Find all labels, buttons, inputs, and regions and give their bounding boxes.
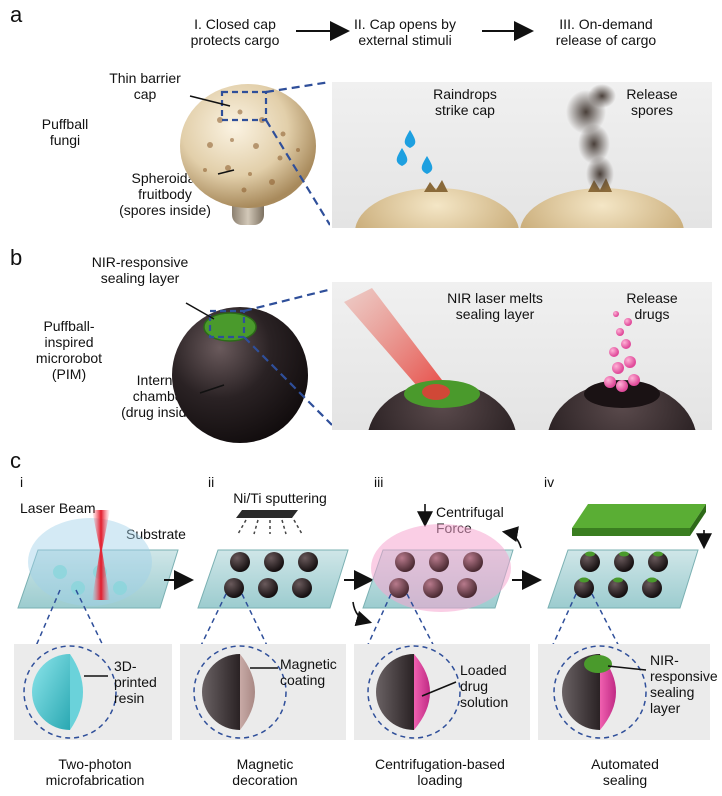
panel-b-letter: b: [10, 245, 23, 270]
puffball-fungus-illustration: [180, 80, 330, 226]
step-i-illustration: [17, 510, 179, 650]
step-3-label: III. On-demand release of cargo: [555, 16, 657, 48]
substrate-label: Substrate: [126, 526, 186, 542]
caption-i: Two-photon microfabrication: [45, 756, 145, 788]
panel-a-letter: a: [10, 2, 23, 27]
step-iii-illustration: [352, 504, 522, 650]
inset-label-i: 3D- printed resin: [114, 658, 157, 706]
drug-particles-icon: [604, 311, 640, 392]
nir-laser-label: NIR laser melts sealing layer: [447, 290, 543, 322]
step-arrows: [296, 21, 534, 41]
spheroidal-fruitbody-label: Spheroidal fruitbody (spores inside): [119, 170, 211, 218]
caption-iii: Centrifugation-based loading: [375, 756, 505, 788]
ni-ti-sputtering-label: Ni/Ti sputtering: [233, 490, 327, 506]
inset-label-iv: NIR- responsive sealing layer: [650, 652, 718, 716]
step-iii-numeral: iii: [374, 474, 384, 490]
panel-a-zoom-illustration: [355, 84, 684, 228]
step-iv-illustration: [547, 504, 712, 650]
caption-ii: Magnetic decoration: [232, 756, 298, 788]
step-iv-numeral: iv: [544, 474, 555, 490]
microrobot-illustration: [172, 287, 333, 443]
laser-beam-icon: [344, 288, 442, 394]
step-ii-illustration: [197, 510, 349, 650]
puffball-fungi-label: Puffball fungi: [41, 116, 89, 148]
arrow-i-ii: [164, 570, 194, 590]
raindrops-label: Raindrops strike cap: [433, 86, 497, 118]
thin-barrier-cap-label: Thin barrier cap: [109, 70, 181, 102]
pim-label: Puffball- inspired microrobot (PIM): [35, 318, 103, 382]
panel-b-zoom-illustration: [344, 288, 696, 430]
arrow-iii-iv: [512, 570, 542, 590]
inset-label-ii: Magnetic coating: [280, 656, 337, 688]
release-spores-label: Release spores: [626, 86, 678, 118]
inset-label-iii: Loaded drug solution: [460, 662, 509, 710]
step-1-label: I. Closed cap protects cargo: [190, 16, 280, 48]
panel-c-letter: c: [10, 448, 21, 473]
spore-cloud-icon: [566, 84, 616, 192]
inset-illustrations: [23, 645, 647, 739]
caption-iv: Automated sealing: [591, 756, 659, 788]
laser-beam-label: Laser Beam: [20, 500, 96, 516]
raindrops-icon: [396, 130, 433, 174]
step-ii-numeral: ii: [208, 474, 215, 490]
arrow-ii-iii: [344, 570, 374, 590]
step-2-label: II. Cap opens by external stimuli: [354, 16, 456, 48]
step-i-numeral: i: [20, 474, 24, 490]
nir-sealing-layer-label: NIR-responsive sealing layer: [91, 254, 189, 286]
release-drugs-label: Release drugs: [626, 290, 678, 322]
